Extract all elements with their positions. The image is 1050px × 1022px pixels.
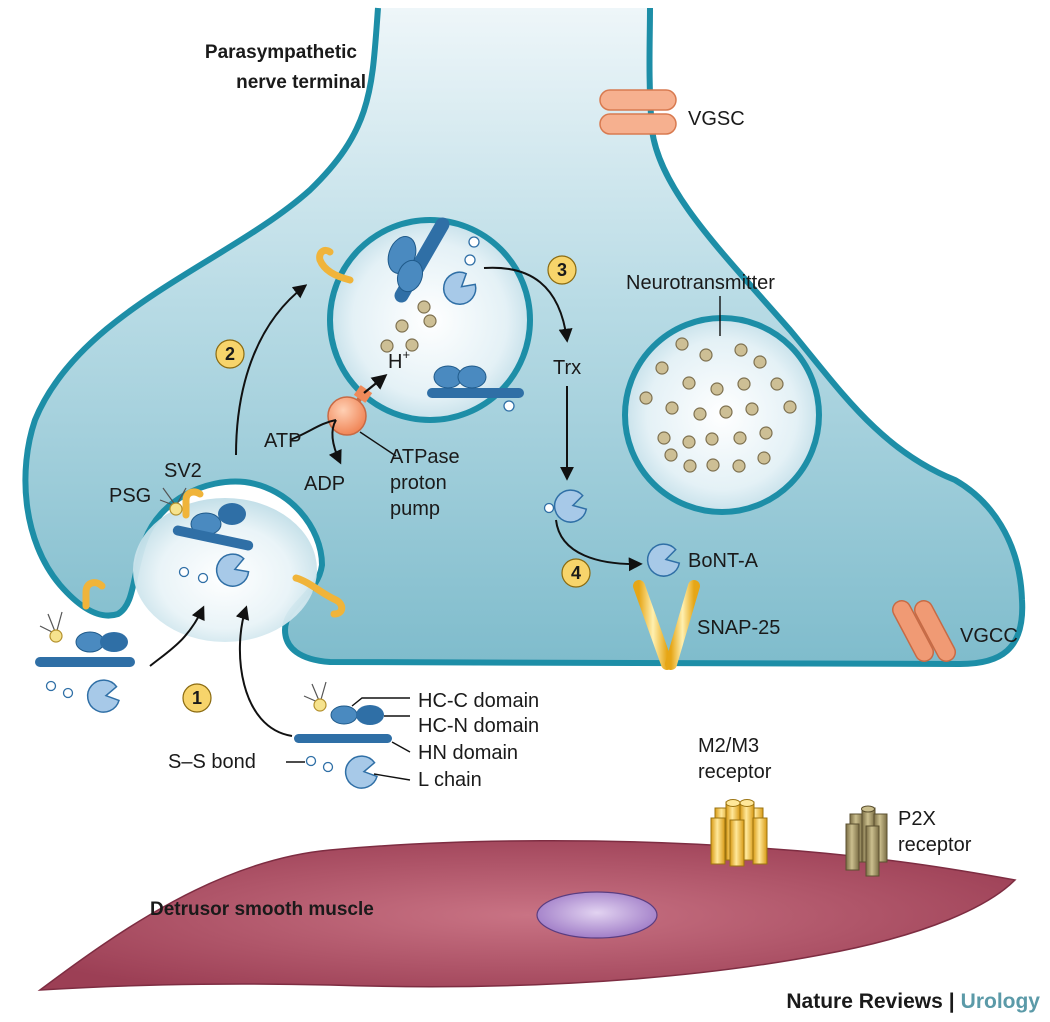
sv2-hook-right [292, 574, 346, 618]
vgcc-label: VGCC [960, 625, 1018, 647]
neurotransmitter-granule [664, 448, 678, 462]
neurotransmitter-granule [737, 377, 751, 391]
toxin-in-vesicle-bottom [427, 365, 524, 412]
vgcc-channel [891, 600, 957, 662]
neurotransmitter-granule [665, 401, 679, 415]
neurotransmitter-granule [783, 400, 797, 414]
atpase-label-1: ATPase [390, 446, 460, 468]
arrow-step2 [235, 284, 308, 456]
atpase-proton-pump [327, 385, 373, 436]
hc-c-domain-label: HC-C domain [418, 690, 539, 712]
muscle-nucleus [536, 891, 658, 939]
m2m3-receptor [710, 799, 768, 867]
adp-label: ADP [304, 473, 345, 495]
ss-bond-label: S–S bond [168, 751, 256, 773]
legend-toxin [294, 681, 392, 792]
svg-text:2: 2 [225, 344, 235, 364]
arrow-step1-a [149, 605, 205, 667]
neurotransmitter-granule [719, 405, 733, 419]
neurotransmitter-granule [705, 432, 719, 446]
atp-arrow [289, 419, 337, 441]
psg-label: PSG [109, 485, 151, 507]
step-badge-2: 2 [215, 339, 245, 369]
free-toxin-left [35, 579, 135, 716]
toxin-bound-in-pit [159, 487, 254, 592]
step-badge-4: 4 [561, 558, 591, 588]
neurotransmitter-granule [655, 361, 669, 375]
m2m3-label-1: M2/M3 [698, 735, 759, 757]
neurotransmitter-granule [734, 343, 748, 357]
svg-text:3: 3 [557, 260, 567, 280]
legend-leaders [286, 697, 411, 781]
snap25-label: SNAP-25 [697, 617, 780, 639]
svg-text:1: 1 [192, 688, 202, 708]
h-plus-label: H+ [388, 347, 410, 373]
neurotransmitter-granule [699, 348, 713, 362]
neurotransmitter-granule [733, 431, 747, 445]
neurotransmitter-granule [706, 458, 720, 472]
m2m3-label-2: receptor [698, 761, 772, 783]
p2x-receptor [845, 805, 888, 877]
neurotransmitter-granule [693, 407, 707, 421]
neurotransmitter-granule [759, 426, 773, 440]
neurotransmitter-dots [639, 337, 797, 473]
journal-credit: Nature Reviews|Urology [786, 990, 1040, 1013]
atpase-label-3: pump [390, 498, 440, 520]
neurotransmitter-granule [675, 337, 689, 351]
adp-arrow [328, 419, 342, 465]
neurotransmitter-granule [710, 382, 724, 396]
toxin-in-vesicle-top [387, 217, 482, 312]
l-chain-label: L chain [418, 769, 482, 791]
atpase-leader [359, 431, 397, 457]
atpase-label-2: proton [390, 472, 447, 494]
svg-text:4: 4 [571, 563, 581, 583]
detrusor-muscle-cell [37, 839, 1017, 991]
neurotransmitter-granule [732, 459, 746, 473]
proton-dots [380, 300, 437, 353]
neurotransmitter-granule [683, 459, 697, 473]
arrow-step4 [555, 519, 643, 572]
neurotransmitter-granule [753, 355, 767, 369]
vgsc-channel [599, 89, 677, 135]
free-light-chain [543, 486, 590, 527]
neurotransmitter-granule [757, 451, 771, 465]
sv2-hook-vesicle [316, 246, 354, 284]
p2x-label-1: P2X [898, 808, 936, 830]
proton-export-arrow [363, 374, 388, 394]
hn-domain-label: HN domain [418, 742, 518, 764]
neurotransmitter-label: Neurotransmitter [626, 272, 775, 294]
p2x-label-2: receptor [898, 834, 972, 856]
muscle-label: Detrusor smooth muscle [150, 899, 374, 920]
neurotransmitter-granule [682, 376, 696, 390]
neurotransmitter-granule [770, 377, 784, 391]
step-badge-1: 1 [182, 683, 212, 713]
snap25-protein [633, 580, 700, 670]
neurotransmitter-granule [745, 402, 759, 416]
step-badge-3: 3 [547, 255, 577, 285]
neurotransmitter-granule [657, 431, 671, 445]
arrow-step3 [483, 266, 573, 343]
trx-label: Trx [553, 357, 581, 379]
neurotransmitter-granule [639, 391, 653, 405]
atp-label: ATP [264, 430, 301, 452]
nerve-terminal-label-2: nerve terminal [236, 72, 366, 93]
hc-n-domain-label: HC-N domain [418, 715, 539, 737]
vgsc-label: VGSC [688, 108, 745, 130]
nerve-terminal-label-1: Parasympathetic [205, 42, 358, 63]
sv2-label: SV2 [164, 460, 202, 482]
bont-a-label: BoNT-A [688, 550, 759, 572]
arrow-step1-b [235, 605, 293, 737]
neurotransmitter-granule [682, 435, 696, 449]
